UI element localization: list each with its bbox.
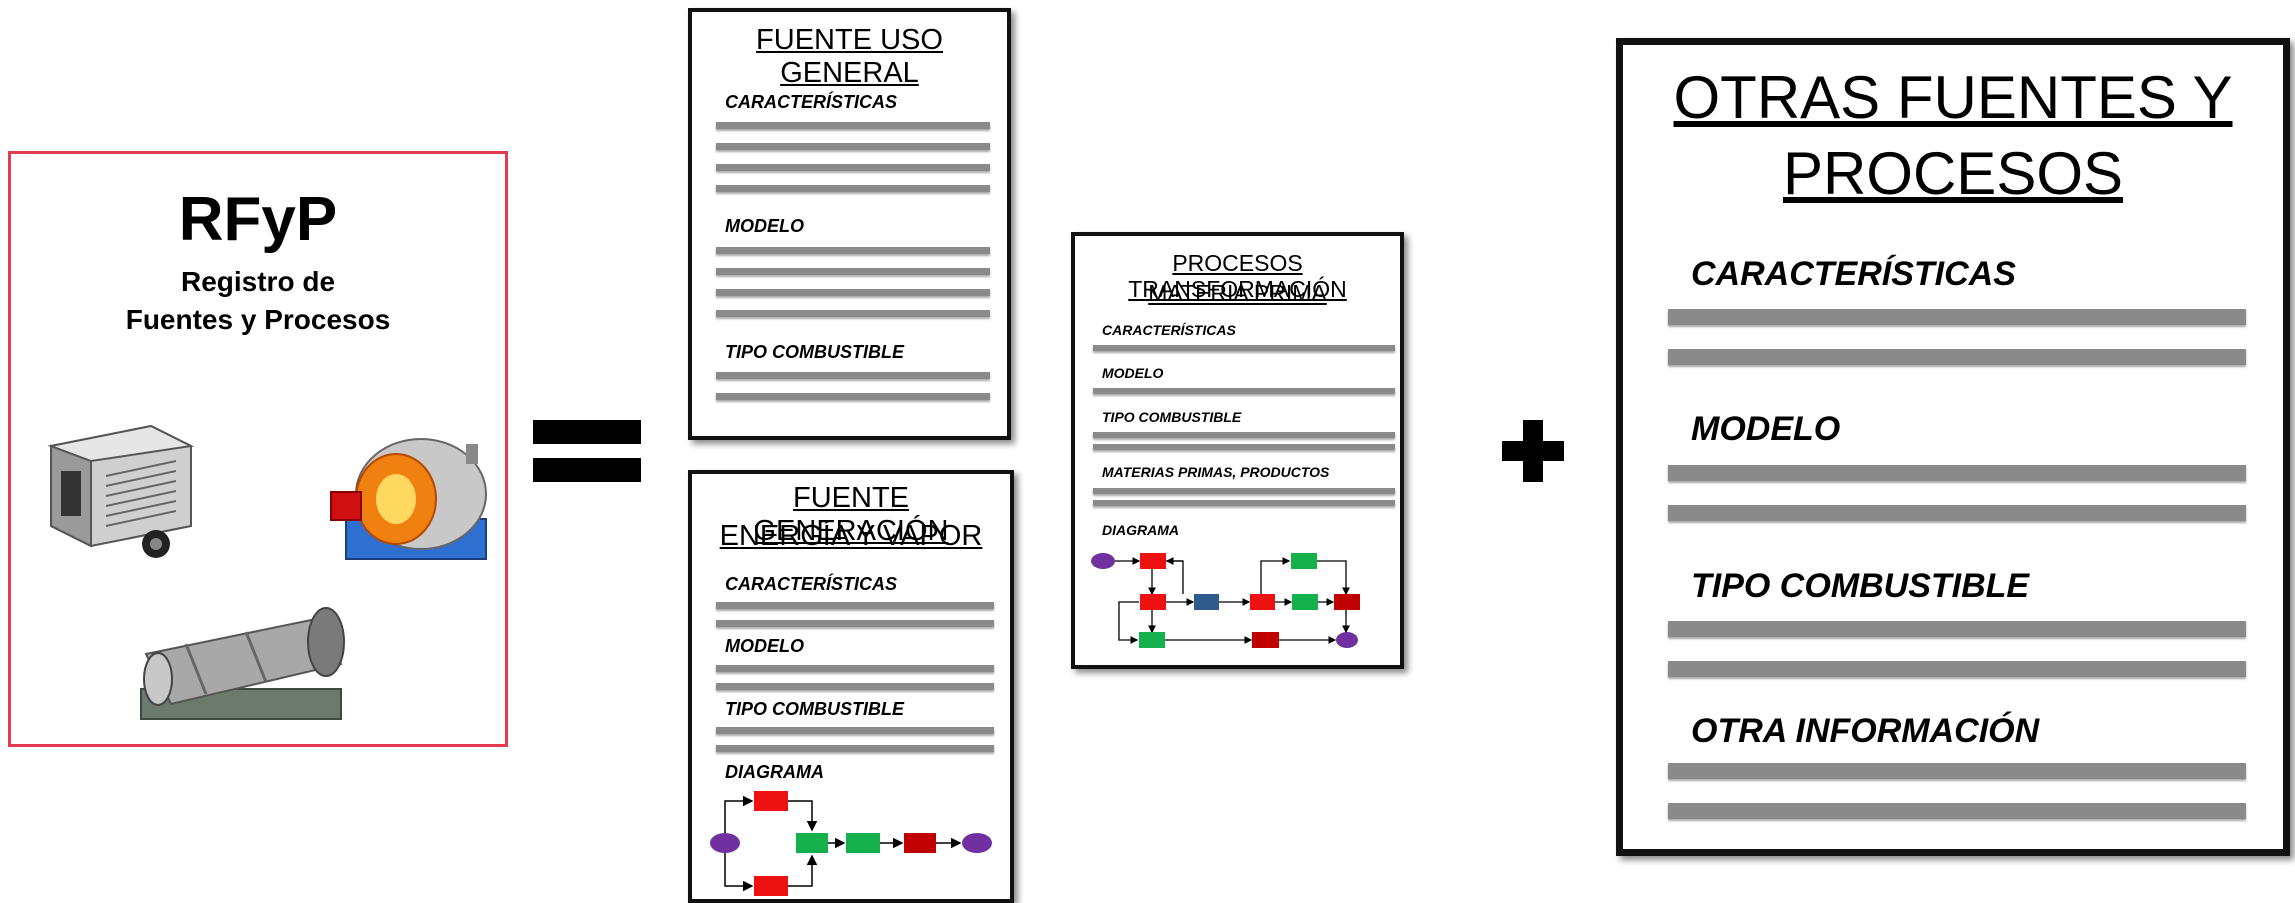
text-line-placeholder [1668, 661, 2246, 677]
dark-red-node [1334, 594, 1360, 610]
rfyp-subtitle-line1: Registro de [180, 266, 336, 297]
section-label: DIAGRAMA [1102, 522, 1179, 538]
text-line-placeholder [1668, 309, 2246, 325]
red-node [754, 791, 788, 811]
card-title: FUENTE USO GENERAL [756, 24, 943, 90]
text-line-placeholder [716, 620, 994, 627]
card-title-line2: PROCESOS [1782, 140, 2124, 207]
procesos-card: PROCESOS TRANSFORMACIÓN MATERIA PRIMA CA… [1071, 232, 1404, 669]
start-node [1091, 553, 1115, 569]
section-label: MODELO [725, 636, 804, 656]
section-label: MODELO [725, 216, 804, 236]
rotary-kiln-image [140, 607, 345, 720]
end-node [1336, 632, 1358, 648]
text-line-placeholder [1093, 432, 1395, 438]
red-node [1250, 594, 1275, 610]
text-line-placeholder [716, 289, 990, 296]
text-line-placeholder [716, 310, 990, 317]
otras-fuentes-card: OTRAS FUENTES Y PROCESOS CARACTERÍSTICAS… [1616, 38, 2290, 856]
text-line-placeholder [1668, 621, 2246, 637]
fuente-uso-general-card: FUENTE USO GENERAL CARACTERÍSTICAS MODEL… [688, 8, 1011, 440]
text-line-placeholder [716, 683, 994, 690]
section-label: MATERIAS PRIMAS, PRODUCTOS [1102, 464, 1330, 480]
text-line-placeholder [716, 727, 994, 734]
text-line-placeholder [716, 185, 990, 192]
rfyp-title: RFyP [178, 185, 338, 254]
fuente-generacion-card: FUENTE GENERACIÓN ENERGÍA Y VAPOR CARACT… [688, 470, 1014, 903]
end-node [962, 833, 992, 853]
text-line-placeholder [716, 122, 990, 129]
text-line-placeholder [716, 602, 994, 609]
red-node [1140, 594, 1166, 610]
card-title-line1: PROCESOS TRANSFORMACIÓN [1128, 250, 1347, 303]
green-node [1291, 553, 1317, 569]
text-line-placeholder [716, 745, 994, 752]
section-label: MODELO [1102, 365, 1164, 381]
green-node [1292, 594, 1318, 610]
section-label: TIPO COMBUSTIBLE [725, 699, 904, 719]
section-label: CARACTERÍSTICAS [1102, 322, 1236, 338]
text-line-placeholder [1093, 345, 1395, 351]
card-title-line2: ENERGÍA Y VAPOR [719, 520, 983, 552]
green-node [846, 833, 880, 853]
card-title-line1: OTRAS FUENTES Y [1673, 64, 2233, 131]
process-diagram [1091, 553, 1360, 648]
plus-sign [1502, 420, 1564, 482]
start-node [710, 833, 740, 853]
green-node [1139, 632, 1165, 648]
section-label: TIPO COMBUSTIBLE [725, 342, 904, 362]
text-line-placeholder [1093, 488, 1395, 494]
section-label: CARACTERÍSTICAS [725, 92, 898, 112]
section-label: OTRA INFORMACIÓN [1691, 712, 2040, 750]
card-title-line2: MATERIA PRIMA [1148, 280, 1327, 306]
blue-node [1194, 594, 1219, 610]
text-line-placeholder [1093, 444, 1395, 450]
text-line-placeholder [1093, 500, 1395, 506]
text-line-placeholder [716, 372, 990, 379]
section-label: TIPO COMBUSTIBLE [1691, 567, 2030, 605]
section-label: MODELO [1691, 410, 1841, 448]
text-line-placeholder [716, 164, 990, 171]
card-title-line1: FUENTE GENERACIÓN [753, 482, 949, 548]
text-line-placeholder [1668, 803, 2246, 819]
red-node [754, 876, 788, 896]
generator-image [47, 424, 195, 558]
section-label: CARACTERÍSTICAS [1691, 255, 2016, 293]
dark-red-node [904, 833, 936, 853]
symbol-stroke [533, 420, 641, 444]
text-line-placeholder [716, 143, 990, 150]
symbol-stroke [533, 458, 641, 482]
text-line-placeholder [716, 393, 990, 400]
symbol-stroke [1523, 420, 1543, 482]
text-line-placeholder [716, 247, 990, 254]
section-label: TIPO COMBUSTIBLE [1102, 409, 1242, 425]
equals-sign [533, 420, 641, 482]
text-line-placeholder [1668, 763, 2246, 779]
flow-diagram [710, 791, 992, 896]
green-node [796, 833, 828, 853]
text-line-placeholder [1668, 465, 2246, 481]
text-line-placeholder [1668, 505, 2246, 521]
section-label: CARACTERÍSTICAS [725, 574, 898, 594]
dark-red-node [1252, 632, 1279, 648]
boiler-image [330, 438, 487, 560]
text-line-placeholder [716, 268, 990, 275]
text-line-placeholder [1093, 388, 1395, 394]
rfyp-card: RFyP Registro de Fuentes y Procesos [8, 151, 508, 747]
text-line-placeholder [716, 665, 994, 672]
red-node [1140, 553, 1166, 569]
text-line-placeholder [1668, 349, 2246, 365]
rfyp-subtitle-line2: Fuentes y Procesos [125, 304, 391, 335]
section-label: DIAGRAMA [725, 762, 824, 782]
